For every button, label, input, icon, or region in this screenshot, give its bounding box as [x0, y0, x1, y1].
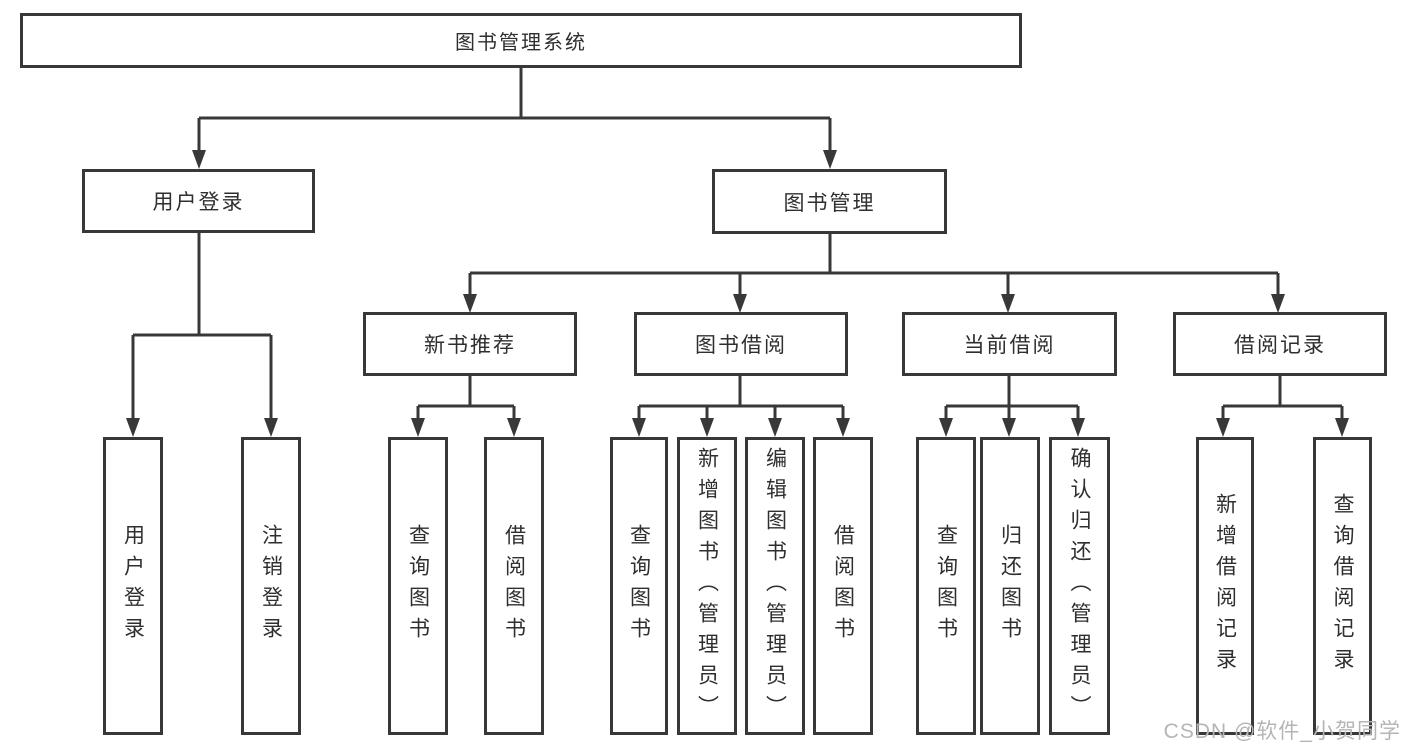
leaf-borrow-books-1: 借阅图书	[484, 437, 544, 735]
leaf-query-books-2-label: 查询图书	[627, 524, 651, 648]
leaf-return-books-label: 归还图书	[998, 524, 1022, 648]
node-borrow-records: 借阅记录	[1173, 312, 1387, 376]
leaf-edit-books-admin: 编辑图书（管理员）	[745, 437, 805, 735]
node-root: 图书管理系统	[20, 13, 1022, 68]
node-user-login: 用户登录	[82, 169, 315, 233]
leaf-confirm-return-admin: 确认归还（管理员）	[1049, 437, 1110, 735]
leaf-query-books-3: 查询图书	[916, 437, 976, 735]
node-user-login-label: 用户登录	[152, 191, 245, 214]
edge-new-book-subtree	[416, 376, 516, 420]
node-current-borrow-label: 当前借阅	[963, 334, 1056, 357]
node-new-book-recommend: 新书推荐	[363, 312, 577, 376]
leaf-query-books-1-label: 查询图书	[406, 524, 430, 648]
node-new-book-recommend-label: 新书推荐	[424, 334, 516, 357]
leaf-logout-label: 注销登录	[259, 524, 283, 648]
node-book-borrow-label: 图书借阅	[695, 334, 787, 357]
leaf-return-books: 归还图书	[980, 437, 1040, 735]
leaf-add-books-admin: 新增图书（管理员）	[677, 437, 737, 735]
edge-user-login-subtree	[131, 232, 273, 420]
leaf-query-borrow-record: 查询借阅记录	[1313, 437, 1372, 735]
leaf-query-borrow-record-label: 查询借阅记录	[1331, 493, 1354, 679]
leaf-user-login-label: 用户登录	[121, 524, 145, 648]
leaf-add-books-admin-label: 新增图书（管理员）	[695, 446, 719, 726]
leaf-user-login: 用户登录	[103, 437, 163, 735]
node-book-management-label: 图书管理	[783, 191, 876, 215]
leaf-add-borrow-record: 新增借阅记录	[1196, 437, 1254, 735]
leaf-add-borrow-record-label: 新增借阅记录	[1213, 493, 1237, 679]
node-book-borrow: 图书借阅	[634, 312, 848, 376]
leaf-borrow-books-2: 借阅图书	[813, 437, 873, 735]
edge-current-borrow-subtree	[944, 376, 1080, 420]
leaf-edit-books-admin-label: 编辑图书（管理员）	[763, 446, 787, 726]
edge-book-borrow-subtree	[637, 376, 845, 420]
node-current-borrow: 当前借阅	[902, 312, 1117, 376]
edge-borrow-record-subtree	[1221, 376, 1344, 420]
leaf-query-books-1: 查询图书	[388, 437, 448, 735]
leaf-confirm-return-admin-label: 确认归还（管理员）	[1068, 446, 1091, 726]
node-book-management: 图书管理	[712, 169, 947, 234]
leaf-borrow-books-2-label: 借阅图书	[831, 524, 855, 648]
edge-root-to-level2	[197, 68, 832, 152]
edge-book-management-to-level3	[468, 234, 1280, 296]
leaf-query-books-2: 查询图书	[610, 437, 668, 735]
leaf-query-books-3-label: 查询图书	[934, 524, 958, 648]
node-borrow-records-label: 借阅记录	[1234, 334, 1326, 357]
node-root-label: 图书管理系统	[455, 32, 587, 54]
watermark: CSDN @软件_小贺同学	[1163, 720, 1401, 743]
leaf-borrow-books-1-label: 借阅图书	[502, 524, 526, 648]
leaf-logout: 注销登录	[241, 437, 301, 735]
